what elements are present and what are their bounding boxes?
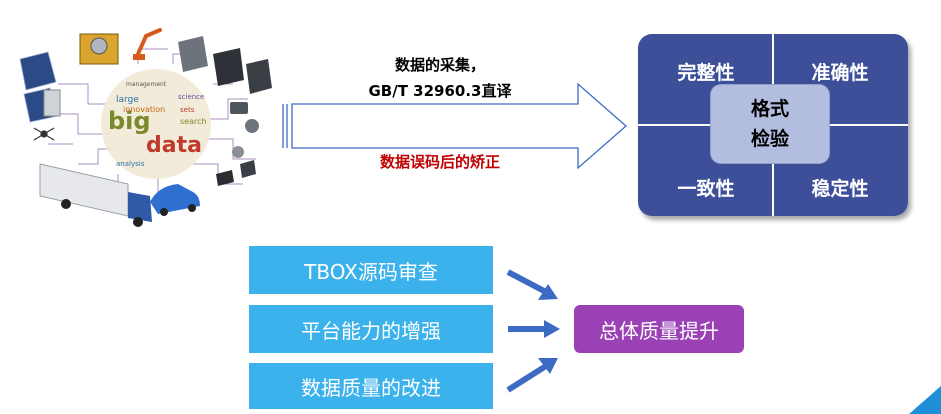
- laptop-icon: [216, 170, 234, 186]
- word-cloud-blob: [101, 69, 211, 179]
- quadrant-consistency: 一致性: [677, 178, 735, 200]
- flow-caption-standard: GB/T 32960.3直译: [368, 82, 512, 100]
- word-analysis: analysis: [116, 160, 145, 168]
- quadrant-completeness: 完整性: [677, 62, 735, 84]
- word-large: large: [116, 95, 139, 105]
- word-data: data: [146, 133, 202, 158]
- quality-check-panel: 完整性 准确性 一致性 稳定性: [638, 34, 908, 216]
- sensor-icon: [232, 146, 244, 158]
- server-rack-icon: [178, 36, 272, 94]
- action-platform-enhancement: 平台能力的增强: [249, 305, 493, 353]
- action-tbox-source-review: TBOX源码审查: [249, 246, 493, 294]
- corner-decoration-icon: [909, 386, 941, 414]
- tablet-icon: [240, 160, 256, 178]
- word-search: search: [180, 117, 207, 126]
- big-data-illustration: big data large innovation management sci…: [19, 28, 272, 227]
- drone-icon: [33, 127, 55, 141]
- industrial-machine-icon: [79, 33, 119, 65]
- format-check-line2: 检验: [750, 128, 789, 150]
- format-check-box: 格式 检验: [711, 85, 829, 163]
- truck-icon: [39, 163, 152, 227]
- phone-icon: [230, 102, 248, 114]
- word-sets: sets: [180, 106, 195, 114]
- overall-quality-improvement-box: 总体质量提升: [574, 305, 744, 353]
- camera-icon: [245, 119, 259, 133]
- car-icon: [150, 184, 200, 216]
- flow-caption-correction: 数据误码后的矫正: [379, 153, 500, 171]
- convergence-arrows-icon: [506, 269, 560, 393]
- word-management: management: [126, 81, 167, 88]
- format-check-line1: 格式: [750, 98, 789, 120]
- cabinet-icon: [43, 89, 61, 117]
- robot-arm-icon: [133, 28, 162, 60]
- word-science: science: [178, 93, 204, 101]
- action-data-quality-improvement: 数据质量的改进: [249, 363, 493, 409]
- flow-arrow-icon: [282, 82, 627, 170]
- quadrant-accuracy: 准确性: [811, 62, 869, 84]
- word-innovation: innovation: [123, 105, 165, 114]
- word-big: big: [108, 107, 151, 135]
- flow-caption-collection: 数据的采集，: [394, 56, 485, 74]
- quadrant-stability: 稳定性: [811, 178, 869, 200]
